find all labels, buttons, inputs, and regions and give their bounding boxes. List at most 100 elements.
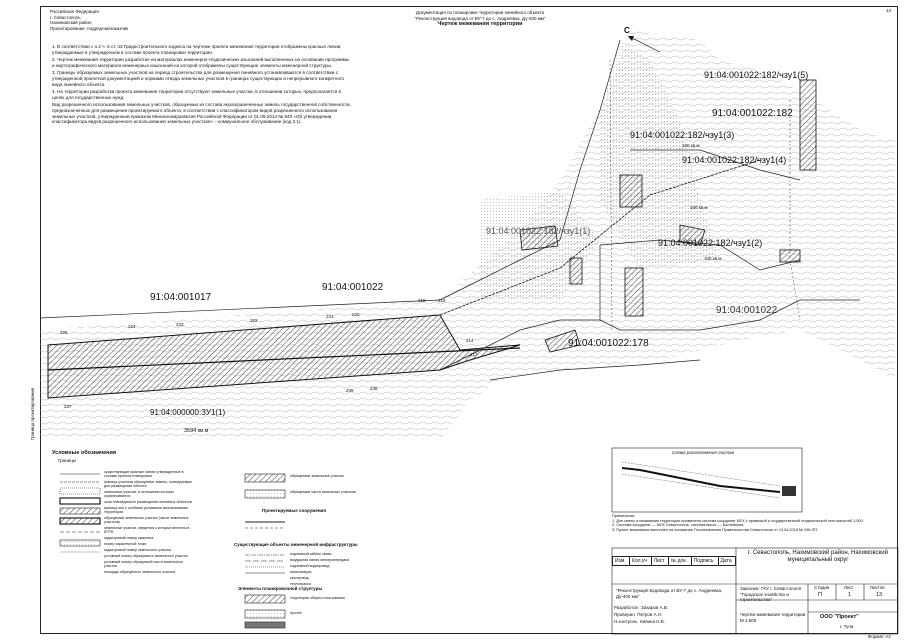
legend-subtitle: Границы <box>58 458 76 463</box>
legend-item: подземный кабель связи <box>290 552 332 556</box>
table-row: Изм. Кол.уч Лист № док. Подпись Дата <box>611 556 737 566</box>
legend-item: газопровод <box>290 576 309 580</box>
hatched-parcels <box>519 79 817 353</box>
title-block-customer: Заказчик: ГКУ г. Севастополя "Городское … <box>740 586 802 602</box>
point-label: 219 <box>418 298 426 303</box>
signature-row: Н.контроль Кипина Н.В. <box>614 618 734 625</box>
table-header-cell: № док. <box>667 556 692 566</box>
signature-row: Разработал Захаров А.В. <box>614 604 734 611</box>
title-block-city: г. Тула <box>840 624 854 629</box>
title-block-sheets-header: Листов <box>870 585 885 590</box>
signature-name: Захаров А.В. <box>641 605 669 610</box>
table-header-cell: Подпись <box>690 556 719 566</box>
right-notes: Примечания: 1. Для сметы и межевания тер… <box>612 514 898 532</box>
legend-col3: подземный кабель связи воздушная линия э… <box>290 552 400 588</box>
parcel-label-2: 91:04:001022 <box>322 282 384 293</box>
table-header-cell: Лист <box>650 556 669 566</box>
sheet-frame <box>40 6 898 634</box>
table-header-cell: Дата <box>717 556 737 566</box>
title-block-company: ООО "Проект" <box>820 614 859 620</box>
parcel-label-8: 91:04:001022:178 <box>568 338 649 349</box>
table-header-cell: Изм. <box>611 556 631 566</box>
legend-item: кадастровый номер квартала <box>104 536 154 540</box>
point-label: 220 <box>352 312 360 317</box>
point-label: 221 <box>326 314 334 319</box>
area-label-2: 100 кв.м <box>704 256 722 261</box>
header-center-line2: "Реконструкция водовода от ВУ-7 до с. Ан… <box>414 15 546 21</box>
signature-role: Н.контроль <box>614 619 638 624</box>
point-label: 224 <box>128 324 136 329</box>
point-label: 237 <box>64 404 72 409</box>
table-header-cell: Кол.уч <box>629 556 652 566</box>
point-label: 218 <box>438 298 446 303</box>
legend-item: подземный водопровод <box>290 564 330 568</box>
signature-name: Кипина Н.В. <box>639 619 666 624</box>
title-block-stage: П <box>818 592 822 598</box>
legend-item: земельные участки, сведения о которых вн… <box>104 526 190 534</box>
legend-item: кадастровый номер земельного участка <box>104 548 172 552</box>
parcel-label-7: 91:04:001022:182/чзу1(2) <box>658 238 763 248</box>
right-note: 1. Для сметы и межевания территории прим… <box>612 518 864 523</box>
legend-col4: территории общего пользования прочее <box>290 596 400 615</box>
header-left-line1: Российская Федерация <box>50 9 99 14</box>
point-label: 225 <box>60 330 68 335</box>
signature-roles: Разработал Захаров А.В. Проверил Петров … <box>614 604 734 625</box>
header-left-line4: Проектирование: подрядчик/заказчик <box>50 25 129 31</box>
point-label: 214 <box>466 338 474 343</box>
legend-item: условный номер образуемой части земельно… <box>104 560 183 568</box>
signature-role: Разработал <box>614 605 639 610</box>
dashed-boundary <box>609 59 801 331</box>
legend-item: прочее <box>290 611 302 615</box>
parcel-label-5: 91:04:001022:182/чзу1(3) <box>630 130 735 140</box>
legend-col4-title: Элементы планировочной структуры <box>238 586 323 591</box>
point-label: 239 <box>346 388 354 393</box>
point-label: 223 <box>176 322 184 327</box>
area-label-4: 3594 кв.м <box>184 428 209 434</box>
right-note: 3. Проект межевания выполнен на основани… <box>612 527 819 532</box>
parcel-label-11: 91:04:000000:ЗУ1(1) <box>150 408 226 417</box>
title-block-drawing: Чертеж межевания территории М 1:500 <box>740 612 806 623</box>
legend-item: граница участков образуемых земель, план… <box>104 480 192 488</box>
title-block-frame <box>611 547 899 635</box>
parcel-label-9: 91:04:001022 <box>716 305 778 316</box>
vertical-boundary-label: Граница проектирования <box>30 387 35 440</box>
header-left: Российская Федерация г. Севастополь Нахи… <box>50 9 170 31</box>
parcel-boundaries <box>39 39 860 381</box>
legend-item: канализация <box>290 570 312 574</box>
title-block-sheets: 13 <box>876 592 883 598</box>
title-block-sheet: 1 <box>848 592 852 598</box>
note-3: 3. Границы образуемых земельных участков… <box>52 70 345 87</box>
signature-role: Проверил <box>614 612 635 617</box>
notes-block: 1. В соответствии с п.2 ч. 6 ст. 43 Град… <box>52 44 352 127</box>
note-5: Вид разрешенного использования земельных… <box>52 102 351 125</box>
page-title: Чертеж межевания территории <box>437 21 523 27</box>
note-2: 2. Чертеж межевания территории разработа… <box>52 57 350 68</box>
legend-item: граница зон с особыми условиями использо… <box>104 506 188 514</box>
format-label: Формат А3 <box>868 634 891 639</box>
legend-col2-title: Проектируемые сооружения <box>262 508 326 513</box>
parcel-label-10: 91:04:001022:182/чзу1(1) <box>486 226 591 236</box>
header-center-line1: Документация по планировке территории ли… <box>415 10 545 15</box>
note-1: 1. В соответствии с п.2 ч. 6 ст. 43 Град… <box>52 44 342 55</box>
legend-item: номер характерной точки <box>104 542 147 546</box>
legend-col2: образуемые земельные участки образуемые … <box>290 474 400 494</box>
scheme-of-sheets <box>611 447 803 513</box>
legend-item: существующие красные линии утвержденные … <box>104 470 184 478</box>
legend-col3-title: Существующие объекты инженерной инфрастр… <box>234 542 358 547</box>
header-left-line3: Нахимовский район <box>50 20 92 25</box>
legend-item: воздушная линия электропередачи <box>290 558 350 562</box>
north-arrow <box>627 35 661 53</box>
north-label: С <box>624 26 630 35</box>
right-note: 2. Система координат — МСК Севастополь, … <box>612 523 745 528</box>
legend-item: зона планируемого размещения линейных об… <box>104 500 192 504</box>
parcel-label-6: 91:04:001022:182/чзу1(4) <box>682 155 787 165</box>
parcel-label-1: 91:04:001017 <box>150 292 212 303</box>
legend-col1: существующие красные линии утвержденные … <box>104 470 224 576</box>
parcel-label-4: 91:04:001022:182 <box>712 108 793 119</box>
legend-item: территории общего пользования <box>290 596 345 600</box>
area-label-3: 100 кв.м <box>690 205 708 210</box>
legend-item: образуемые земельные участки <box>290 474 344 478</box>
title-block-project: "Реконструкция водовода от ВУ-7 до с. Ан… <box>616 588 723 599</box>
area-label-1: 100 кв.м <box>682 143 700 148</box>
